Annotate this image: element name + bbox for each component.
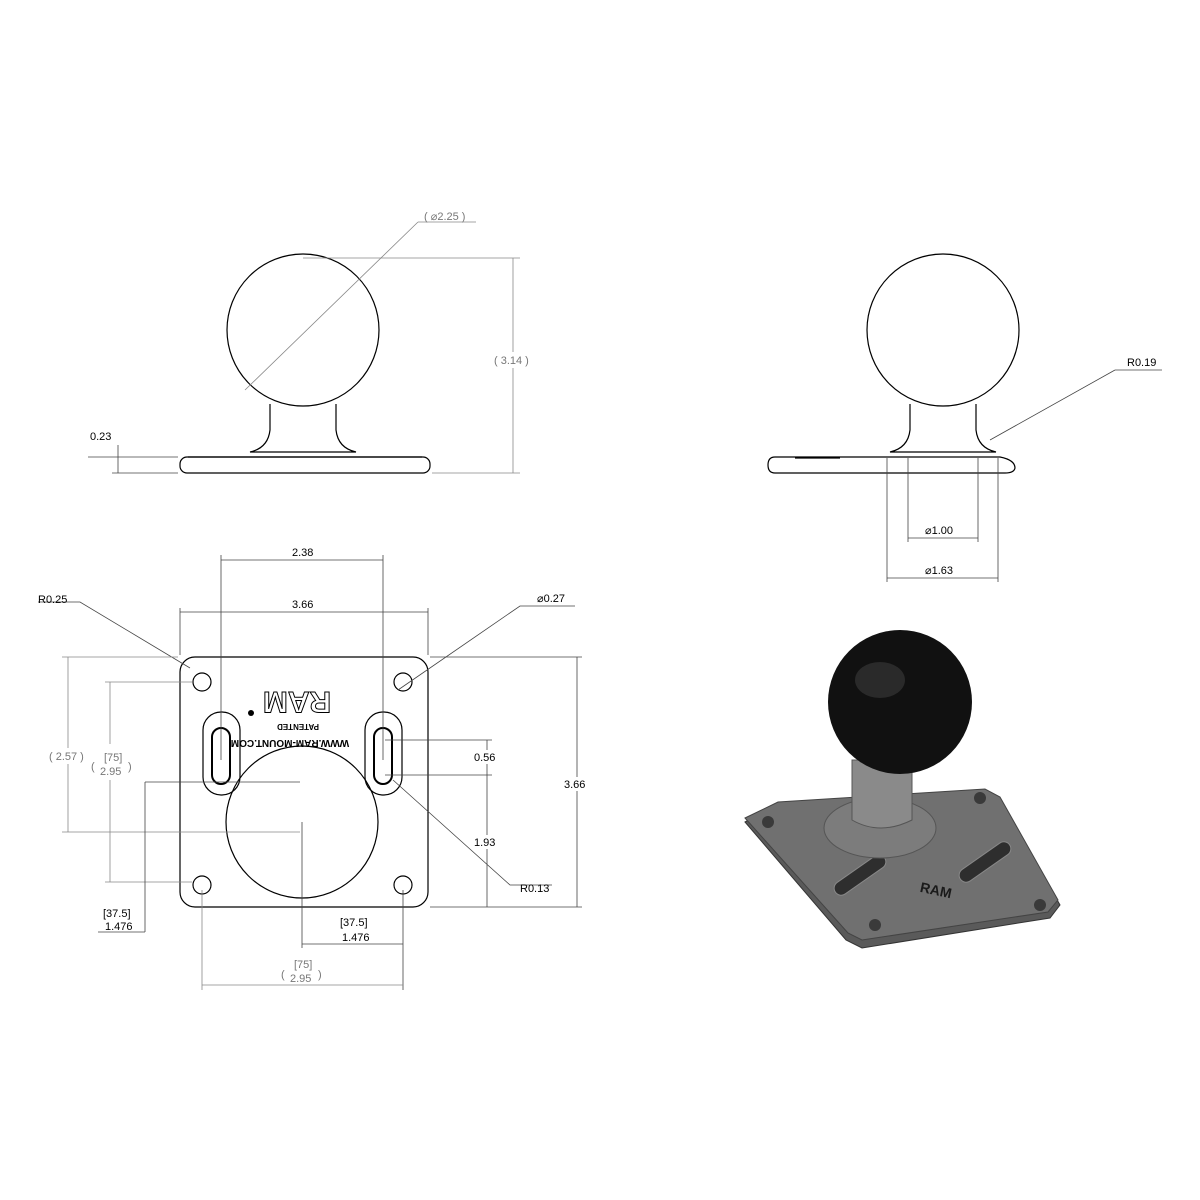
front-view: ( ⌀2.25 ) ( 3.14 ) 0.23 (88, 211, 532, 474)
render-hole (974, 792, 986, 804)
horizontal-spacing-mm-label: [75] (294, 959, 312, 971)
left-half-mm-label: [37.5] (103, 908, 131, 920)
render-logo: RAM (919, 879, 954, 901)
logo-text: RAM (263, 685, 331, 718)
side-view: R0.19 ⌀1.00 ⌀1.63 (767, 253, 1162, 582)
plate-height-label: 3.66 (564, 779, 585, 791)
mount-hole (393, 672, 413, 692)
label-bg (494, 352, 532, 368)
base-plate-outline (767, 456, 1016, 474)
hole-diameter-leader (397, 605, 575, 691)
slot-radius-leader (392, 779, 552, 886)
render-ball-highlight (855, 662, 905, 698)
corner-radius-label: R0.25 (38, 594, 67, 606)
fillet-radius-label: R0.19 (1127, 357, 1156, 369)
registered-mark (248, 710, 254, 716)
diameter-leader (244, 221, 419, 391)
render-slot (958, 841, 1012, 883)
corner-radius-leader (38, 601, 191, 669)
label-bg (92, 744, 134, 780)
flange-diameter-label: ⌀1.63 (925, 565, 953, 577)
neck-outline (249, 404, 357, 453)
bottom-half-mm-label: [37.5] (340, 917, 368, 929)
label-bg (48, 748, 88, 764)
ball-outline (866, 253, 1020, 407)
paren-left: ( (281, 969, 285, 981)
top-view: WWW.RAM-MOUNT.COM PATENTED RAM 2.38 3.66… (38, 547, 594, 990)
ball-outline (226, 253, 380, 407)
left-half-in-label: 1.476 (105, 921, 133, 933)
render-hole (1034, 899, 1046, 911)
url-text: WWW.RAM-MOUNT.COM (231, 737, 349, 748)
ball-diameter-label: ( ⌀2.25 ) (424, 211, 465, 223)
vertical-spacing-in-label: 2.95 (100, 766, 121, 778)
product-render: RAM (744, 630, 1061, 949)
render-hole (762, 816, 774, 828)
render-neck (851, 759, 913, 829)
slot-outer (202, 711, 241, 796)
render-plate (744, 788, 1059, 941)
paren-right: ) (128, 761, 132, 773)
height-label: ( 3.14 ) (494, 355, 529, 367)
patent-text: PATENTED (277, 722, 319, 731)
mount-hole (192, 672, 212, 692)
label-bg (470, 750, 502, 764)
plate-engraving: WWW.RAM-MOUNT.COM PATENTED RAM (231, 685, 349, 749)
slot-offset-label: 1.93 (474, 837, 495, 849)
render-hole (869, 919, 881, 931)
hole-diameter-label: ⌀0.27 (537, 593, 565, 605)
plate-width-label: 3.66 (292, 599, 313, 611)
paren-left: ( (91, 761, 95, 773)
base-thickness-label: 0.23 (90, 431, 111, 443)
paren-right: ) (318, 969, 322, 981)
vertical-spacing-mm-label: [75] (104, 752, 122, 764)
label-bg (560, 777, 594, 791)
neck-diameter-label: ⌀1.00 (925, 525, 953, 537)
fillet-leader (989, 369, 1116, 441)
horizontal-spacing-in-label: 2.95 (290, 973, 311, 985)
label-bg (470, 835, 502, 849)
ball-offset-label: ( 2.57 ) (49, 751, 84, 763)
bottom-half-in-label: 1.476 (342, 932, 370, 944)
base-plate-outline (179, 456, 431, 474)
slot-length-label: 0.56 (474, 752, 495, 764)
slot-radius-label: R0.13 (520, 883, 549, 895)
neck-outline (889, 404, 997, 453)
slot-outer (364, 711, 403, 796)
render-ball (828, 630, 972, 774)
slot-spacing-label: 2.38 (292, 547, 313, 559)
